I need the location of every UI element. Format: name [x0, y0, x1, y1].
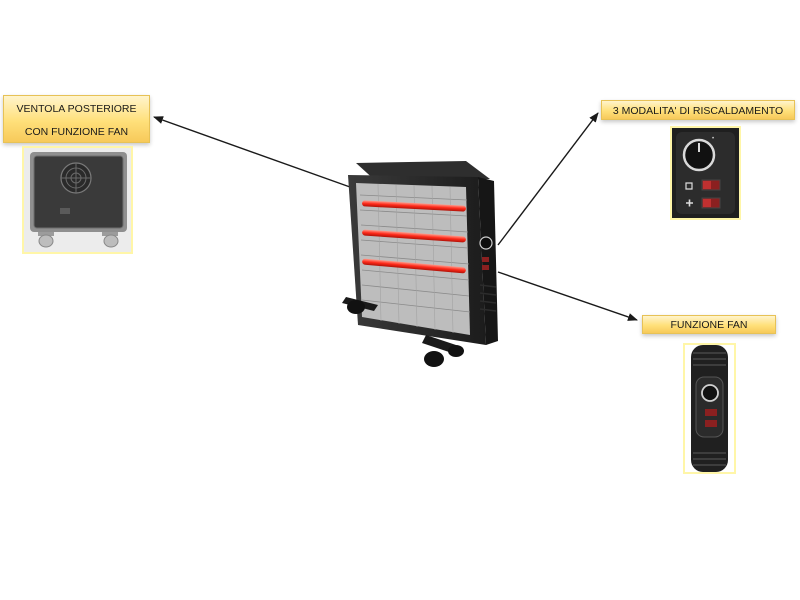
svg-text:•: •: [712, 136, 714, 142]
label-rear-fan-line2: CON FUNZIONE FAN: [24, 126, 129, 138]
label-rear-fan: VENTOLA POSTERIORE CON FUNZIONE FAN: [3, 95, 150, 143]
thermostat-knob-icon: [682, 138, 716, 172]
fan-switch-icon: [705, 409, 717, 416]
fan-mode-switch-icon: [685, 179, 721, 191]
arrow-to-rear-fan: [153, 116, 351, 188]
rear-fan-photo: [22, 146, 133, 254]
fan-knob-icon: [701, 384, 719, 402]
heat-plus-switch-icon: [686, 197, 721, 209]
rear-fan-grille-icon: [60, 162, 92, 194]
arrow-to-heating-modes: [497, 112, 599, 246]
heating-element-icon: [362, 200, 466, 274]
arrow-to-fan-function: [497, 271, 638, 321]
fan-function-photo: [683, 343, 736, 474]
label-rear-fan-line1: VENTOLA POSTERIORE: [16, 103, 137, 115]
heating-modes-photo: •: [670, 126, 741, 220]
heater-knob-icon: [479, 236, 493, 250]
label-heating-modes: 3 MODALITA' DI RISCALDAMENTO: [601, 100, 795, 120]
heater-product-image: [338, 155, 508, 375]
label-fan-function: FUNZIONE FAN: [642, 315, 776, 334]
